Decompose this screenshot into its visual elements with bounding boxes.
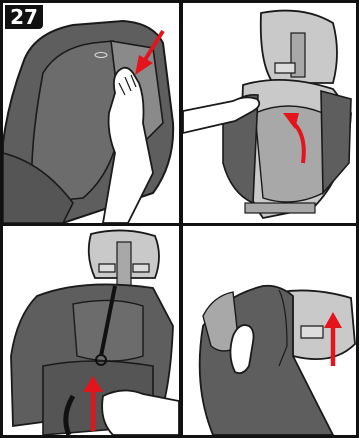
panel-1-illustration — [3, 3, 179, 223]
hand-icon — [102, 390, 179, 435]
panel-3 — [3, 226, 179, 435]
panel-1 — [3, 3, 179, 223]
panel-2 — [183, 3, 356, 223]
panel-3-illustration — [3, 226, 179, 435]
step-number-badge: 27 — [5, 5, 43, 29]
headrest-icon — [261, 11, 337, 83]
panel-4-illustration — [183, 226, 356, 435]
panel-4 — [183, 226, 356, 435]
seat-cover-icon — [3, 21, 173, 223]
panel-2-illustration — [183, 3, 356, 223]
